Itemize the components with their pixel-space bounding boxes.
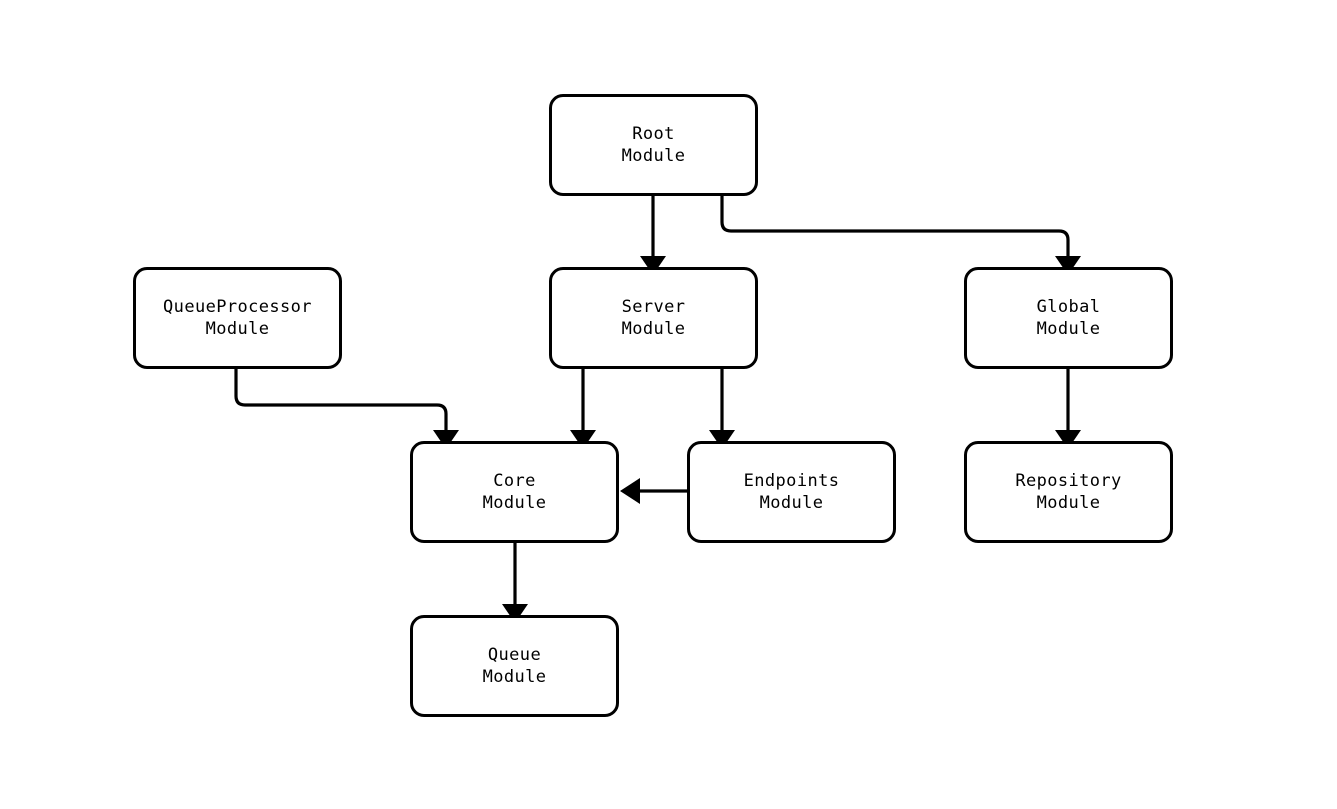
node-server[interactable]: Server Module xyxy=(549,267,758,369)
edge-root-to-server xyxy=(640,196,666,275)
node-core-label-line2: Module xyxy=(482,493,547,513)
edge-root-to-global xyxy=(720,196,1081,275)
node-queueprocessor[interactable]: QueueProcessor Module xyxy=(133,267,342,369)
node-endpoints-label-line1: Endpoints xyxy=(743,471,840,491)
node-core[interactable]: Core Module xyxy=(410,441,619,543)
node-queue[interactable]: Queue Module xyxy=(410,615,619,717)
node-global-label-line2: Module xyxy=(1036,319,1101,339)
node-queue-label-line1: Queue xyxy=(487,645,542,665)
edge-endpoints-to-core xyxy=(620,478,687,504)
edge-global-to-repository xyxy=(1055,369,1081,449)
node-queueprocessor-label-line2: Module xyxy=(205,319,270,339)
node-global[interactable]: Global Module xyxy=(964,267,1173,369)
edge-server-to-core xyxy=(570,369,596,449)
node-root-label-line2: Module xyxy=(621,146,686,166)
edge-queueprocessor-to-core xyxy=(234,369,459,449)
node-repository-label-line2: Module xyxy=(1036,493,1101,513)
node-server-label-line1: Server xyxy=(621,297,686,317)
node-endpoints-label-line2: Module xyxy=(759,493,824,513)
node-root[interactable]: Root Module xyxy=(549,94,758,196)
edge-core-to-queue xyxy=(502,543,528,623)
node-repository-label-line1: Repository xyxy=(1015,471,1122,491)
node-queueprocessor-label-line1: QueueProcessor xyxy=(163,297,312,317)
node-root-label-line1: Root xyxy=(632,124,675,144)
node-repository[interactable]: Repository Module xyxy=(964,441,1173,543)
edge-server-to-endpoints xyxy=(709,369,735,449)
node-server-label-line2: Module xyxy=(621,319,686,339)
node-global-label-line1: Global xyxy=(1036,297,1101,317)
node-core-label-line1: Core xyxy=(493,471,536,491)
node-endpoints[interactable]: Endpoints Module xyxy=(687,441,896,543)
node-queue-label-line2: Module xyxy=(482,667,547,687)
